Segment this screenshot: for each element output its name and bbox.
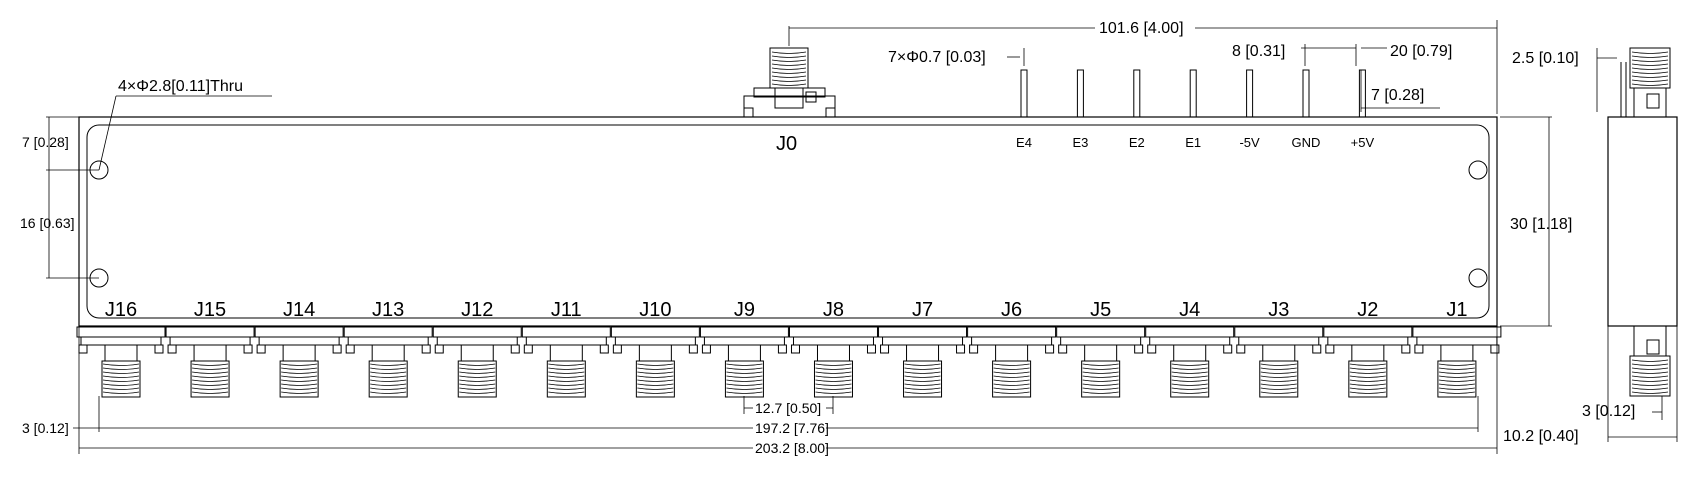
rf-port: J4 bbox=[1145, 299, 1235, 398]
mounting-hole bbox=[1468, 268, 1488, 288]
rf-port-label: J2 bbox=[1357, 299, 1378, 321]
dim-port-pitch: 12.7 [0.50] bbox=[743, 396, 834, 416]
control-pin-label: E2 bbox=[1129, 135, 1145, 150]
dim-holes: 4×Φ2.8[0.11]Thru bbox=[98, 78, 272, 171]
control-pins: E4 E3 E2 E1 -5V GND +5V bbox=[1016, 69, 1375, 150]
rf-port-label: J13 bbox=[372, 299, 404, 321]
rf-port-label: J3 bbox=[1268, 299, 1289, 321]
rf-port: J12 bbox=[432, 299, 522, 398]
rf-port-label: J12 bbox=[461, 299, 493, 321]
rf-port-label: J1 bbox=[1446, 299, 1467, 321]
dim-port-span: 197.2 [7.76] 3 [0.12] bbox=[22, 396, 1479, 436]
rf-port: J14 bbox=[254, 299, 344, 398]
housing-outline bbox=[78, 116, 1498, 327]
dim-label: 2.5 [0.10] bbox=[1512, 50, 1579, 67]
dim-label: 12.7 [0.50] bbox=[755, 400, 821, 416]
control-pin-label: E3 bbox=[1072, 135, 1088, 150]
rf-port-label: J15 bbox=[194, 299, 226, 321]
rf-port-label: J9 bbox=[734, 299, 755, 321]
control-pin: GND bbox=[1292, 69, 1321, 150]
dim-label: 3 [0.12] bbox=[1582, 403, 1635, 420]
dim-pin-pitch: 8 [0.31] 20 [0.79] bbox=[1232, 43, 1452, 66]
control-pin-label: E1 bbox=[1185, 135, 1201, 150]
side-view bbox=[1607, 47, 1678, 397]
rf-port: J7 bbox=[878, 299, 968, 398]
rf-port: J1 bbox=[1412, 299, 1502, 398]
dim-label: 20 [0.79] bbox=[1390, 43, 1452, 60]
dim-j0-offset: 101.6 [4.00] bbox=[788, 20, 1498, 114]
control-pin-label: +5V bbox=[1351, 135, 1375, 150]
rf-port: J15 bbox=[165, 299, 255, 398]
dim-body-height: 30 [1.18] bbox=[1500, 116, 1572, 327]
rf-port-label: J7 bbox=[912, 299, 933, 321]
dim-label: 10.2 [0.40] bbox=[1503, 428, 1579, 445]
rf-port-label: J8 bbox=[823, 299, 844, 321]
rf-port-label: J5 bbox=[1090, 299, 1111, 321]
dim-label: 203.2 [8.00] bbox=[755, 440, 829, 456]
dim-label: 4×Φ2.8[0.11]Thru bbox=[118, 78, 243, 95]
rf-port: J5 bbox=[1056, 299, 1146, 398]
dim-label: 7×Φ0.7 [0.03] bbox=[888, 49, 986, 66]
dim-label: 8 [0.31] bbox=[1232, 43, 1285, 60]
dim-label: 3 [0.12] bbox=[22, 420, 69, 436]
control-pin: -5V bbox=[1239, 69, 1260, 150]
rf-port: J8 bbox=[788, 299, 878, 398]
rf-port: J3 bbox=[1234, 299, 1324, 398]
dim-left: 7 [0.28] 16 [0.63] bbox=[20, 116, 99, 279]
rf-port-label: J16 bbox=[105, 299, 137, 321]
rf-port-label: J11 bbox=[551, 299, 582, 321]
rf-port: J16 bbox=[76, 299, 166, 398]
control-pin-label: -5V bbox=[1239, 135, 1260, 150]
rf-port: J10 bbox=[610, 299, 700, 398]
dim-label: 101.6 [4.00] bbox=[1099, 20, 1184, 37]
control-pin: +5V bbox=[1351, 69, 1375, 150]
control-pin-label: GND bbox=[1292, 135, 1321, 150]
rf-port: J11 bbox=[521, 299, 611, 398]
rf-port-connectors: J16 J15 J14 J13 J12 J11 J10 J9 J8 J7 J6 J5 J4 J3 J2 J1 bbox=[76, 299, 1502, 398]
rf-port-label: J6 bbox=[1001, 299, 1022, 321]
control-pin: E1 bbox=[1185, 69, 1201, 150]
rf-port-label: J10 bbox=[639, 299, 671, 321]
dim-label: 16 [0.63] bbox=[20, 215, 75, 231]
rf-port: J13 bbox=[343, 299, 433, 398]
dim-label: 7 [0.28] bbox=[1371, 87, 1424, 104]
control-pin: E3 bbox=[1072, 69, 1088, 150]
dim-label: 7 [0.28] bbox=[22, 134, 69, 150]
rf-port-label: J4 bbox=[1179, 299, 1200, 321]
rf-port: J2 bbox=[1323, 299, 1413, 398]
control-pin: E2 bbox=[1129, 69, 1145, 150]
control-pin-label: E4 bbox=[1016, 135, 1032, 150]
dim-label: 197.2 [7.76] bbox=[755, 420, 829, 436]
rf-port: J6 bbox=[967, 299, 1057, 398]
dim-pin-height: 7 [0.28] bbox=[1360, 70, 1440, 112]
dim-label: 30 [1.18] bbox=[1510, 216, 1572, 233]
j0-connector bbox=[743, 47, 836, 118]
j0-label: J0 bbox=[776, 133, 797, 155]
dim-overall-length: 203.2 [8.00] bbox=[78, 326, 1498, 456]
control-pin: E4 bbox=[1016, 69, 1032, 150]
mounting-hole bbox=[1468, 160, 1488, 180]
dim-side: 2.5 [0.10] 3 [0.12] 10.2 [0.40] bbox=[1503, 48, 1678, 445]
rf-port-label: J14 bbox=[283, 299, 315, 321]
rf-port: J9 bbox=[699, 299, 789, 398]
dim-pins: 7×Φ0.7 [0.03] bbox=[888, 48, 1025, 66]
